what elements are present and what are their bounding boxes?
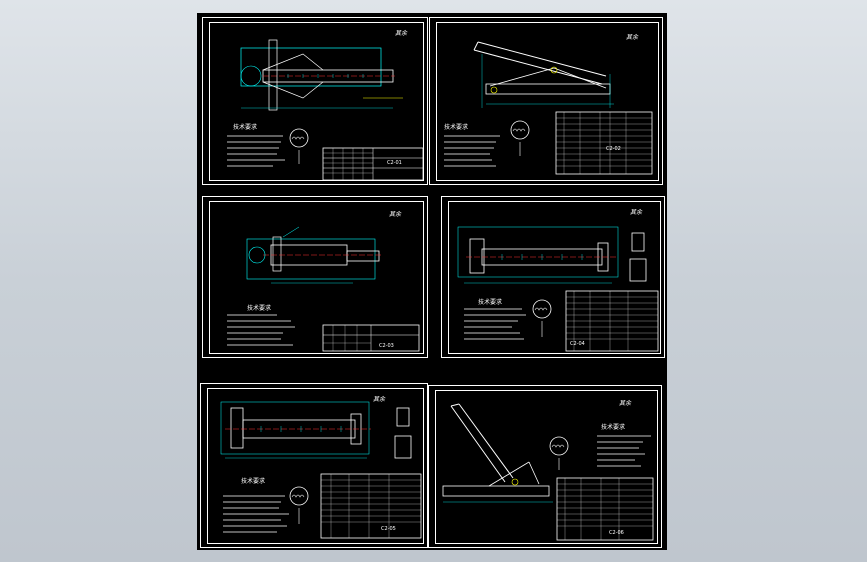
sheet-4-drawing: [457, 226, 659, 352]
sheet-1-drawing: [227, 39, 424, 181]
sheet-2-tech-requirements-title: 技术要求: [444, 124, 469, 131]
sheet-6-border: [435, 390, 658, 544]
sheet-3-roughness-note: 其余: [389, 211, 402, 218]
sheet-2-roughness-note: 其余: [626, 34, 639, 41]
sheet-4-drawing-number: C2-04: [570, 341, 585, 347]
sheet-1-tech-requirements-title: 技术要求: [233, 124, 258, 131]
sheet-1-roughness-note: 其余: [395, 30, 408, 37]
sheet-6-drawing-number: C2-06: [609, 530, 624, 536]
sheet-4-border: [448, 201, 661, 354]
drawing-canvas[interactable]: 其余 技术要求: [197, 13, 667, 550]
sheet-2-drawing-number: C2-02: [606, 146, 621, 152]
drawing-sheet-1[interactable]: 其余 技术要求: [202, 17, 428, 185]
sheet-5-tech-requirements-title: 技术要求: [241, 478, 266, 485]
sheet-5-drawing: [220, 401, 422, 539]
sheet-6-roughness-note: 其余: [619, 400, 632, 407]
drawing-sheet-6[interactable]: 其余 技术要求: [428, 385, 662, 548]
sheet-3-drawing-number: C2-03: [379, 343, 394, 349]
sheet-6-tech-requirements-title: 技术要求: [601, 424, 626, 431]
sheet-3-border: [209, 201, 424, 354]
sheet-5-roughness-note: 其余: [373, 396, 386, 403]
sheet-1-drawing-number: C2-01: [387, 160, 402, 166]
sheet-5-drawing-number: C2-05: [381, 526, 396, 532]
sheet-3-tech-requirements-title: 技术要求: [247, 305, 272, 312]
sheet-5-border: [207, 388, 424, 544]
sheet-4-roughness-note: 其余: [630, 209, 643, 216]
drawing-sheet-3[interactable]: 其余 技术要求 C2-03: [202, 196, 428, 358]
sheet-2-drawing: [444, 41, 653, 175]
sheet-2-border: [436, 22, 659, 181]
sheet-3-drawing: [227, 226, 420, 352]
drawing-sheet-5[interactable]: 其余 技术要求: [200, 383, 428, 548]
drawing-sheet-4[interactable]: 其余 技术要求: [441, 196, 665, 358]
sheet-4-tech-requirements-title: 技术要求: [478, 299, 503, 306]
sheet-1-border: [209, 22, 424, 181]
drawing-sheet-2[interactable]: 其余 技术要求: [429, 17, 663, 185]
sheet-6-drawing: [442, 403, 654, 541]
